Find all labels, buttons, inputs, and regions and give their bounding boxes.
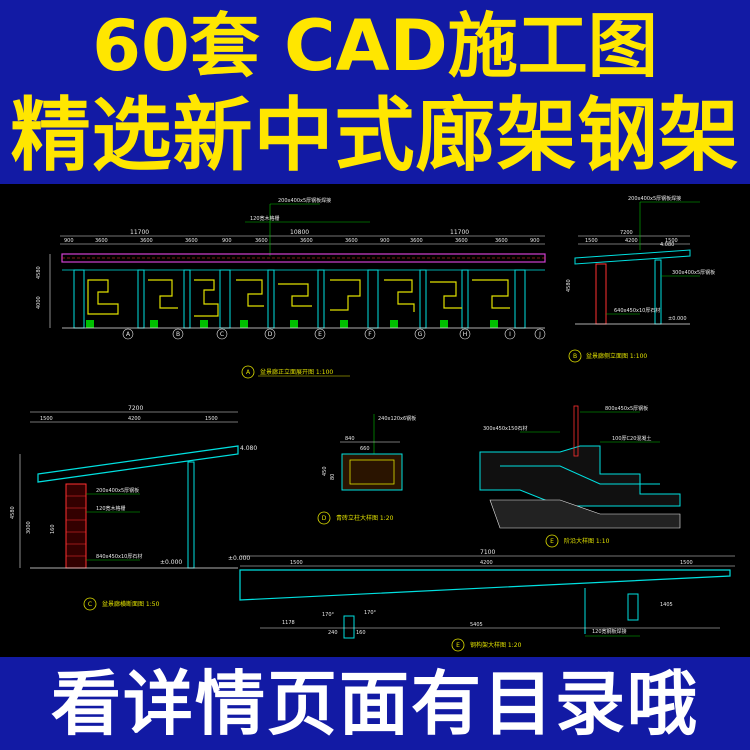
- axis-label: D: [268, 331, 273, 338]
- cad-drawing-svg: 11700 10800 11700 900 3600 3600 3600 900…: [10, 195, 735, 652]
- panel-b-dim-2: 1500: [585, 238, 598, 244]
- panel-a-dimmid: 900: [222, 238, 232, 244]
- panel-b-level-bottom: ±0.000: [668, 316, 687, 322]
- panel-f-dim-mid-3: 1500: [680, 560, 693, 566]
- panel-f-dim-b-1: 1178: [282, 620, 295, 626]
- panel-f-level: ±0.000: [228, 555, 250, 562]
- panel-c-dim-4: 1500: [205, 416, 218, 422]
- panel-a-dimmid: 3600: [300, 238, 313, 244]
- panel-b-dim-1: 7200: [620, 230, 633, 236]
- panel-c-callout-1: 200x400x5厚钢板: [96, 487, 139, 494]
- panel-e-step-detail: 800x450x5厚钢板 300x450x150石材 100厚C20混凝土 E …: [479, 405, 681, 548]
- panel-f-steel-frame: 7100 1500 4200 1500 ±0.000 170° 170° 117…: [228, 549, 735, 652]
- panel-c-height-3: 160: [50, 524, 56, 534]
- axis-label: H: [463, 331, 468, 338]
- panel-f-dim-mid-2: 4200: [480, 560, 493, 566]
- panel-c-dim-2: 1500: [40, 416, 53, 422]
- panel-c-level-bottom: ±0.000: [160, 559, 182, 566]
- footer-text: 看详情页面有目录哦: [51, 663, 699, 745]
- panel-d-side-1: 450: [322, 466, 328, 476]
- panel-c-caption-mark: C: [88, 601, 92, 608]
- panel-c-height-1: 4580: [10, 506, 16, 519]
- panel-c-callout-2: 120宽木格栅: [96, 505, 126, 512]
- panel-b-height: 4580: [566, 279, 572, 292]
- panel-e-callout-2: 800x450x5厚钢板: [605, 405, 648, 412]
- panel-e-callout-3: 100厚C20混凝土: [612, 435, 651, 442]
- header-banner: [0, 0, 750, 184]
- axis-label: J: [538, 331, 541, 338]
- panel-a-dimmid: 3600: [95, 238, 108, 244]
- panel-a-dimmid: 900: [380, 238, 390, 244]
- panel-a-height-1: 4580: [36, 266, 42, 279]
- panel-e-callout-1: 300x450x150石材: [483, 425, 528, 432]
- panel-a-dim-2: 10800: [290, 229, 309, 236]
- panel-b-dim-3: 4200: [625, 238, 638, 244]
- panel-b-caption: 盆景廊侧立面图 1:100: [586, 352, 647, 360]
- footer-banner: [0, 657, 750, 750]
- panel-a-height-2: 4000: [36, 296, 42, 309]
- panel-a-callout-2: 120宽木格栅: [250, 215, 280, 222]
- panel-f-dim-b-3: 160: [356, 630, 366, 636]
- panel-a-dimmid: 3600: [185, 238, 198, 244]
- panel-a-caption: 盆景廊正立面展开图 1:100: [260, 368, 333, 376]
- axis-label: C: [220, 331, 224, 338]
- panel-b-callout-3: 640x450x10厚石材: [614, 307, 660, 314]
- panel-a-dim-3: 11700: [450, 229, 469, 236]
- panel-d-caption-mark: D: [322, 515, 327, 522]
- panel-b-level-top: 4.080: [660, 242, 674, 248]
- panel-c-dim-1: 7200: [128, 405, 143, 412]
- panel-b-side-elevation: 7200 1500 4200 1500 200x400x5厚钢板焊接 4.080…: [566, 195, 715, 363]
- axis-label: F: [368, 331, 372, 338]
- panel-c-height-2: 3000: [26, 521, 32, 534]
- panel-f-angle-1: 170°: [322, 612, 335, 618]
- panel-d-caption: 青砖立柱大样图 1:20: [336, 514, 394, 522]
- axis-label: A: [126, 331, 131, 338]
- panel-d-callout: 240x120x6钢板: [378, 415, 416, 422]
- axis-label: B: [176, 331, 180, 338]
- panel-a-dimmid: 3600: [410, 238, 423, 244]
- panel-c-cross-section: 7200 1500 4200 1500 4.080 ±0.000 4580 30…: [10, 405, 257, 611]
- panel-a-dimmid: 900: [64, 238, 74, 244]
- headline-line-1: 60套 CAD施工图: [92, 5, 658, 87]
- panel-a-dimmid: 3600: [140, 238, 153, 244]
- panel-c-level-top: 4.080: [240, 445, 257, 452]
- panel-b-caption-mark: B: [573, 353, 577, 360]
- panel-a-dimmid: 3600: [255, 238, 268, 244]
- panel-f-dim-b-2: 240: [328, 630, 338, 636]
- panel-a-dim-1: 11700: [130, 229, 149, 236]
- panel-b-callout-2: 300x400x5厚钢板: [672, 269, 715, 276]
- panel-a-dimmid: 3600: [495, 238, 508, 244]
- panel-b-dim-4: 1500: [665, 238, 678, 244]
- panel-e-caption: 阶沿大样图 1:10: [564, 537, 610, 545]
- panel-e-caption-mark: E: [550, 538, 554, 545]
- panel-d-column-detail: 240x120x6钢板 840 660 450 80 D 青砖立柱大样图 1:2…: [317, 414, 416, 525]
- panel-a-dimmid: 900: [530, 238, 540, 244]
- panel-f-dim-mid-1: 1500: [290, 560, 303, 566]
- panel-f-caption: 钢构架大样图 1:20: [470, 641, 522, 649]
- panel-a-dimmid: 3600: [455, 238, 468, 244]
- panel-d-dim-2: 660: [360, 446, 370, 452]
- panel-a-front-elevation: 11700 10800 11700 900 3600 3600 3600 900…: [36, 197, 546, 379]
- panel-f-dim-b-4: 5405: [470, 622, 483, 628]
- panel-b-callout-1: 200x400x5厚钢板焊接: [628, 195, 681, 202]
- panel-a-caption-mark: A: [246, 369, 251, 376]
- headline-line-2: 精选新中式廊架钢架: [10, 89, 740, 182]
- axis-label: E: [318, 331, 322, 338]
- panel-f-angle-2: 170°: [364, 610, 377, 616]
- panel-f-caption-mark: E: [456, 642, 460, 649]
- panel-f-dim-b-5: 1405: [660, 602, 673, 608]
- panel-a-callout-1: 200x400x5厚钢板焊接: [278, 197, 331, 204]
- panel-d-side-2: 80: [330, 474, 336, 480]
- panel-c-callout-3: 840x450x10厚石材: [96, 553, 142, 560]
- panel-d-dim-1: 840: [345, 436, 355, 442]
- cad-drawing-sheet: 11700 10800 11700 900 3600 3600 3600 900…: [0, 184, 750, 657]
- panel-f-dim-top: 7100: [480, 549, 495, 556]
- panel-f-callout: 120宽钢板焊接: [592, 628, 627, 635]
- panel-c-dim-3: 4200: [128, 416, 141, 422]
- panel-a-dimmid: 3600: [345, 238, 358, 244]
- axis-label: G: [418, 331, 423, 338]
- axis-label: I: [509, 331, 511, 338]
- panel-c-caption: 盆景廊横断面图 1:50: [102, 600, 160, 608]
